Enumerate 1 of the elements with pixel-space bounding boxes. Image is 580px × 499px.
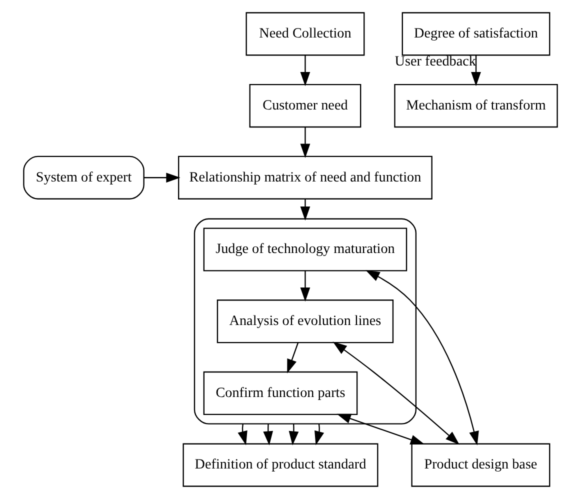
- edge-label: User feedback: [394, 53, 476, 70]
